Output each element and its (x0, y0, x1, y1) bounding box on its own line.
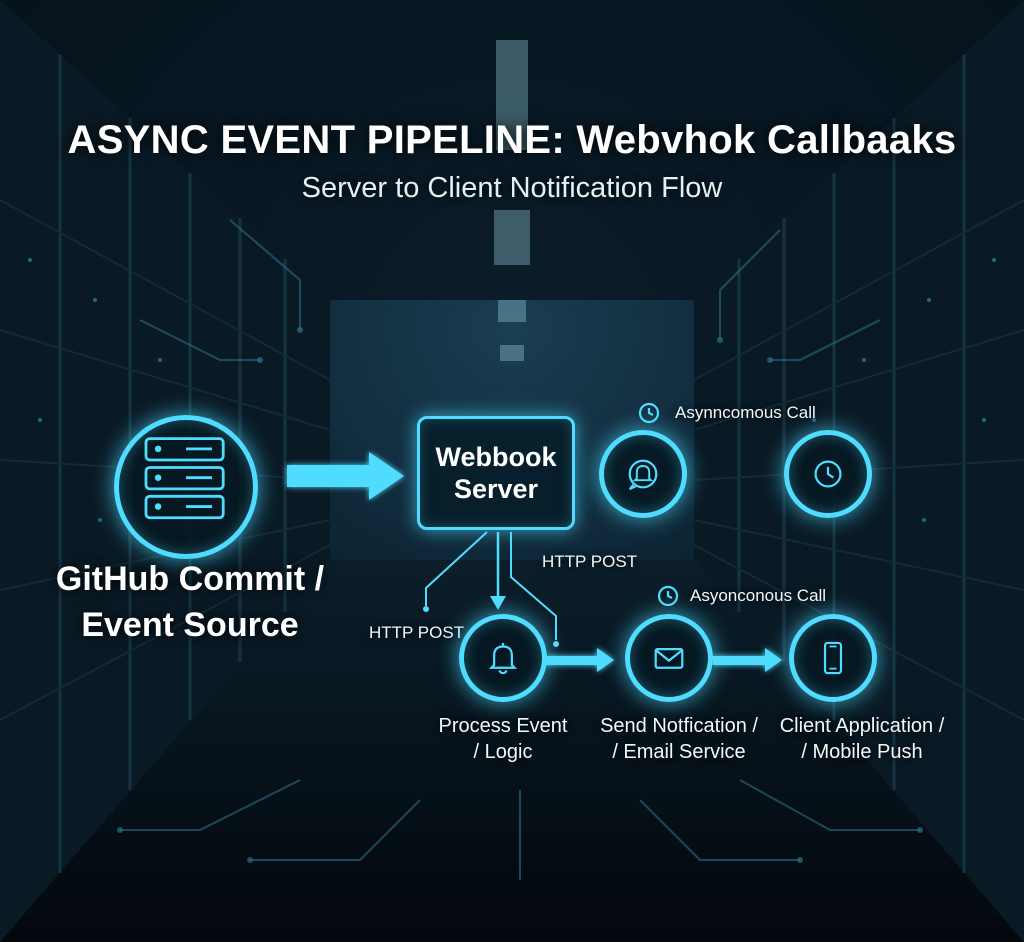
send-notification-label-line1: Send Notfication / (600, 715, 758, 737)
diagram-subtitle: Server to Client Notification Flow (301, 172, 723, 204)
webhook-server-node: Webbook Server (417, 416, 575, 530)
server-rack-icon (144, 437, 225, 520)
server-to-process-arrow (490, 532, 506, 610)
client-application-label-line2: / Mobile Push (801, 741, 923, 763)
top-flow-bell-node (599, 430, 687, 518)
client-application-label-line1: Client Application / (779, 715, 945, 737)
process-event-label-line1: Process Event (438, 715, 568, 737)
source-to-server-arrow (287, 452, 404, 500)
event-source-label-line1: GitHub Commit / (55, 560, 325, 598)
http-post-left-label: HTTP POST (369, 623, 465, 642)
http-post-right-label: HTTP POST (542, 552, 638, 571)
webhook-server-label-line1: Webbook (435, 442, 557, 472)
send-notification-label: Send Notfication / / Email Service (589, 713, 769, 765)
event-source-node (114, 415, 258, 559)
envelope-icon (654, 648, 684, 669)
top-flow-clock-node (784, 430, 872, 518)
mobile-phone-icon (823, 641, 843, 675)
bell-icon (488, 642, 518, 675)
send-notification-label-line2: / Email Service (612, 741, 746, 763)
top-flow-label: Asynncomous Call (675, 403, 816, 422)
process-event-label: Process Event / Logic (418, 713, 588, 765)
clock-icon (638, 402, 660, 424)
webhook-server-label: Webbook Server (436, 441, 557, 505)
client-application-node (789, 614, 877, 702)
process-to-email-arrow (545, 648, 614, 672)
process-event-label-line2: / Logic (473, 741, 533, 763)
clock-icon (814, 460, 842, 488)
client-application-label: Client Application / / Mobile Push (764, 713, 960, 765)
http-post-right-trace (510, 532, 559, 647)
send-notification-node (625, 614, 713, 702)
clock-icon (657, 585, 679, 607)
event-source-label: GitHub Commit / Event Source (30, 556, 350, 648)
webhook-server-label-line2: Server (453, 474, 539, 504)
bell-chat-icon (628, 459, 658, 490)
bottom-flow-label: Asyonconous Call (690, 586, 827, 605)
http-post-left-trace (423, 531, 488, 612)
event-source-label-line2: Event Source (81, 606, 299, 644)
diagram-title: ASYNC EVENT PIPELINE: Webvhok Callbaaks (67, 118, 957, 162)
email-to-client-arrow (713, 648, 782, 672)
process-event-node (459, 614, 547, 702)
